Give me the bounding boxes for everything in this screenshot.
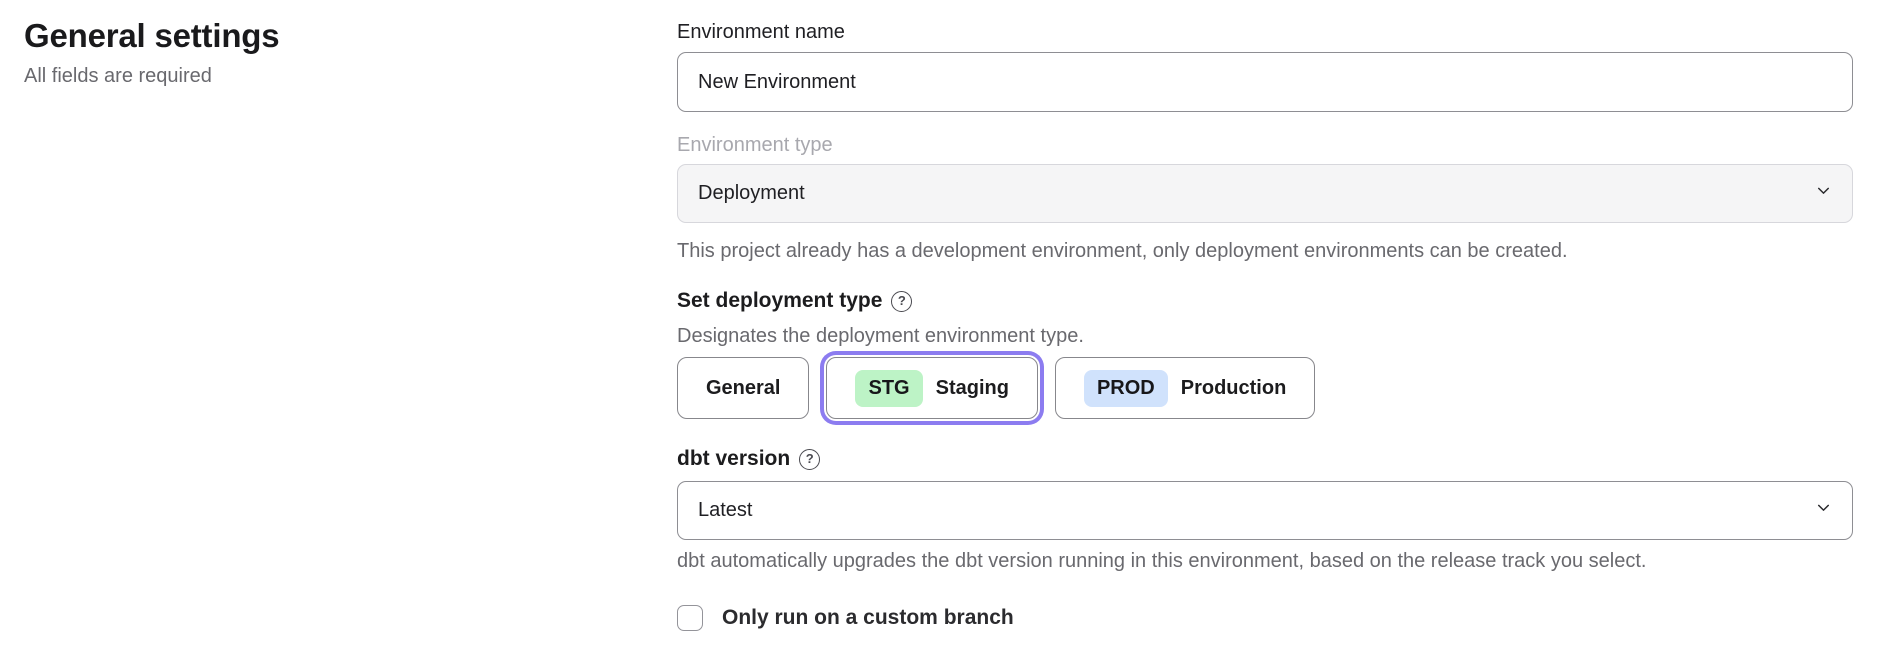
custom-branch-label: Only run on a custom branch	[722, 606, 1014, 629]
deployment-type-staging-label: Staging	[935, 376, 1009, 399]
deployment-type-production-label: Production	[1180, 376, 1287, 399]
custom-branch-row: Only run on a custom branch	[677, 605, 1853, 631]
deployment-type-helper: Designates the deployment environment ty…	[677, 325, 1084, 347]
dbt-version-value: Latest	[698, 499, 753, 521]
custom-branch-checkbox[interactable]	[677, 605, 703, 631]
production-badge: PROD	[1083, 369, 1168, 407]
chevron-down-icon	[1815, 182, 1832, 205]
dbt-version-select[interactable]: Latest	[677, 481, 1853, 540]
environment-type-label: Environment type	[677, 134, 833, 156]
deployment-type-production-button[interactable]: PROD Production	[1054, 357, 1316, 419]
environment-type-helper: This project already has a development e…	[677, 240, 1568, 262]
page-title: General settings	[24, 17, 280, 54]
dbt-version-label: dbt version	[677, 447, 791, 470]
page-subtitle: All fields are required	[24, 65, 212, 87]
help-icon[interactable]: ?	[799, 448, 821, 470]
deployment-type-label: Set deployment type	[677, 289, 883, 312]
environment-name-label: Environment name	[677, 21, 845, 43]
chevron-down-icon	[1815, 499, 1832, 522]
dbt-version-header: dbt version ?	[677, 445, 1853, 473]
environment-type-select[interactable]: Deployment	[677, 164, 1853, 223]
deployment-type-options: General STG Staging PROD Production	[677, 357, 1853, 419]
deployment-type-header: Set deployment type ?	[677, 287, 1853, 315]
dbt-version-helper: dbt automatically upgrades the dbt versi…	[677, 550, 1647, 572]
deployment-type-general-label: General	[706, 376, 781, 399]
environment-name-input[interactable]	[677, 52, 1853, 112]
help-icon[interactable]: ?	[891, 290, 913, 312]
deployment-type-staging-button[interactable]: STG Staging	[826, 357, 1038, 419]
environment-form: Environment name Environment type Deploy…	[677, 20, 1853, 631]
deployment-type-general-button[interactable]: General	[677, 357, 810, 419]
settings-intro: General settings All fields are required	[24, 16, 624, 88]
staging-badge: STG	[855, 369, 923, 407]
environment-type-value: Deployment	[698, 182, 805, 204]
